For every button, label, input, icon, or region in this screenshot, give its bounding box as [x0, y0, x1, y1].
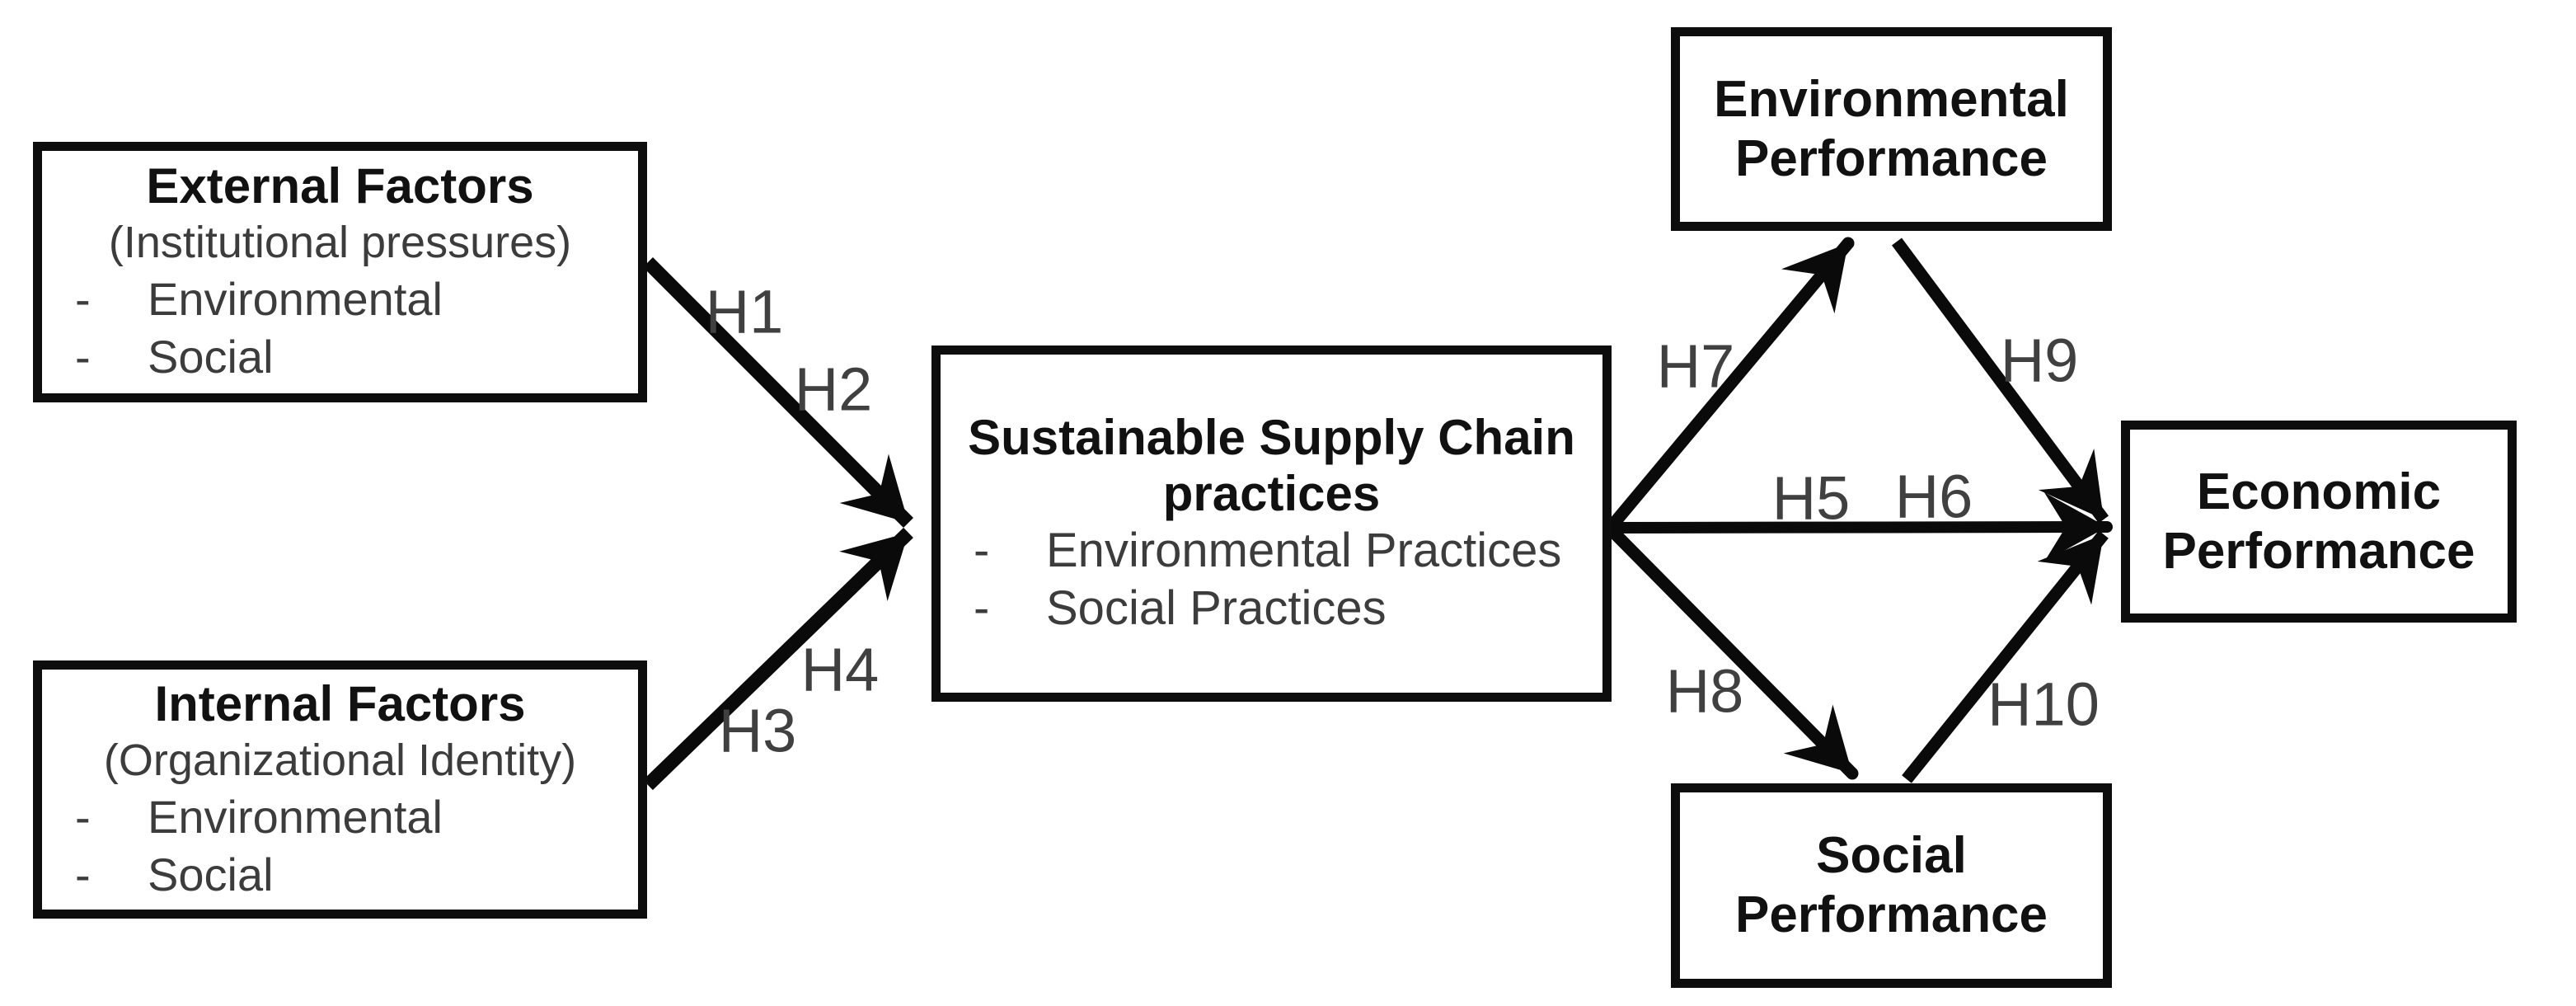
bullet-dash: -	[75, 790, 91, 843]
bullet-dash: -	[75, 848, 91, 900]
bullet-item: - Social Practices	[941, 580, 1602, 637]
node-sustainable-supply-chain-practices: Sustainable Supply Chain practices - Env…	[931, 346, 1612, 702]
node-title: External Factors	[146, 158, 534, 214]
node-social-performance: Social Performance	[1671, 783, 2112, 988]
hypothesis-label-h8: H8	[1665, 656, 1744, 726]
bullet-dash: -	[75, 273, 91, 325]
node-title: Performance	[1734, 886, 2048, 943]
node-title: Environmental	[1714, 70, 2069, 128]
node-external-factors: External Factors (Institutional pressure…	[33, 142, 647, 402]
bullet-label: Environmental	[148, 790, 443, 843]
node-title: Sustainable Supply Chain	[968, 410, 1575, 465]
hypothesis-label-h9: H9	[2000, 326, 2079, 395]
node-title: Economic	[2196, 463, 2442, 520]
hypothesis-label-h2: H2	[794, 355, 873, 424]
node-subtitle: (Organizational Identity)	[103, 735, 577, 785]
hypothesis-label-h10: H10	[1987, 670, 2100, 739]
node-title: Performance	[2162, 522, 2475, 580]
bullet-label: Environmental	[148, 273, 443, 325]
node-title: practices	[1162, 466, 1381, 521]
arrow-h3-h4	[643, 527, 913, 791]
arrow-h1-h2	[642, 256, 914, 529]
bullet-label: Environmental Practices	[1046, 524, 1562, 577]
bullet-item: - Environmental	[42, 788, 638, 846]
arrow-h7	[1606, 237, 1855, 532]
hypothesis-label-h3: H3	[718, 696, 797, 765]
hypothesis-label-h6: H6	[1894, 462, 1973, 531]
bullet-dash: -	[974, 581, 990, 635]
node-title: Performance	[1734, 129, 2048, 187]
node-internal-factors: Internal Factors (Organizational Identit…	[33, 660, 647, 919]
bullet-label: Social	[148, 331, 274, 383]
arrow-h9	[1891, 237, 2109, 524]
bullet-dash: -	[75, 331, 91, 383]
bullet-item: - Social	[42, 328, 638, 386]
node-title: Internal Factors	[154, 675, 526, 731]
arrow-h5-h6	[1607, 492, 2113, 562]
bullet-label: Social Practices	[1046, 581, 1387, 635]
bullet-item: - Environmental Practices	[941, 522, 1602, 580]
arrow-h10	[1902, 530, 2109, 783]
node-title: Social	[1816, 827, 1967, 884]
node-subtitle: (Institutional pressures)	[108, 218, 572, 267]
bullet-label: Social	[148, 848, 274, 900]
node-economic-performance: Economic Performance	[2121, 421, 2517, 623]
bullet-dash: -	[974, 524, 990, 577]
arrow-h8	[1606, 524, 1859, 780]
hypothesis-label-h1: H1	[705, 277, 784, 346]
bullet-item: - Environmental	[42, 270, 638, 328]
hypothesis-label-h7: H7	[1656, 331, 1735, 401]
bullet-item: - Social	[42, 846, 638, 904]
node-environmental-performance: Environmental Performance	[1671, 27, 2112, 231]
hypothesis-label-h5: H5	[1771, 463, 1851, 533]
hypothesis-label-h4: H4	[800, 635, 880, 704]
